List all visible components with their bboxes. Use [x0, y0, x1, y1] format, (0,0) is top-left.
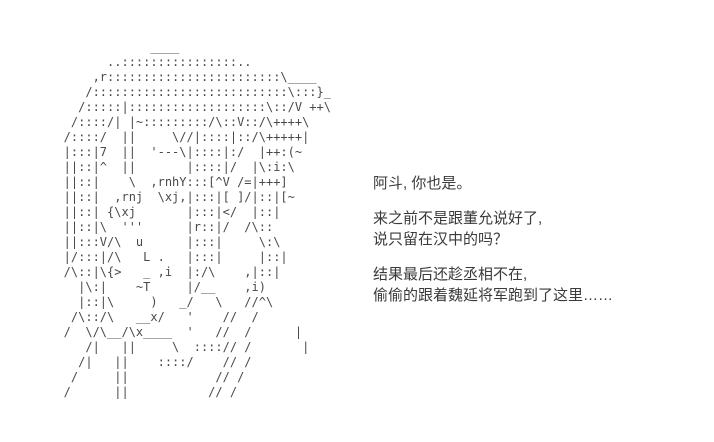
- dialogue-text: 阿斗, 你也是。来之前不是跟董允说好了, 说只留在汉中的吗？ 结果最后还趁丞相不在,…: [373, 173, 613, 320]
- dialogue-line: 阿斗, 你也是。: [373, 175, 472, 192]
- dialogue-line: 说只留在汉中的吗？: [373, 231, 509, 248]
- dialogue-paragraph: 来之前不是跟董允说好了, 说只留在汉中的吗？: [373, 208, 613, 250]
- dialogue-line: 偷偷的跟着魏延将军跑到了这里……: [373, 287, 614, 304]
- ascii-art: ____ ..::::::::::::::::.. ,r::::::::::::…: [63, 40, 331, 399]
- dialogue-paragraph: 结果最后还趁丞相不在, 偷偷的跟着魏延将军跑到了这里……: [373, 264, 613, 306]
- dialogue-line: 来之前不是跟董允说好了,: [373, 210, 543, 227]
- dialogue-line: 结果最后还趁丞相不在,: [373, 266, 528, 283]
- dialogue-paragraph: 阿斗, 你也是。: [373, 173, 613, 194]
